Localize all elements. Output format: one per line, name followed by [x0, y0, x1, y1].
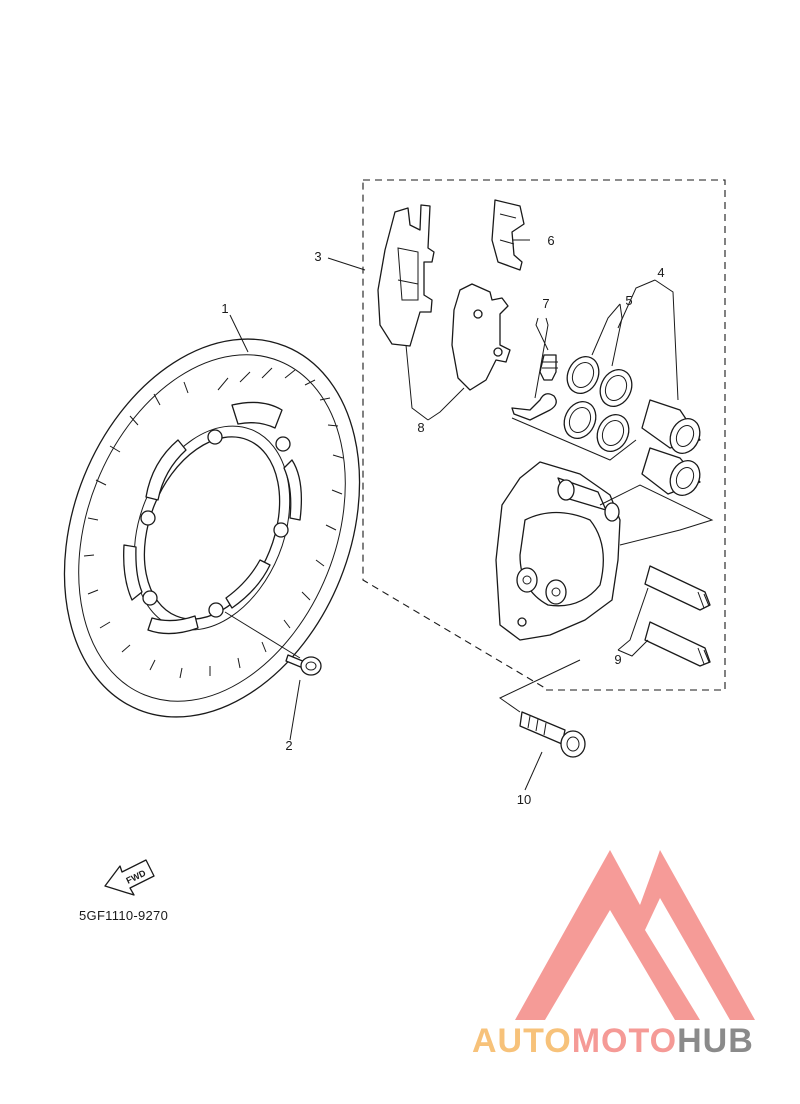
- leader-lines: [224, 239, 714, 791]
- label-part-9: 9: [614, 652, 621, 667]
- caliper-bolt: [519, 711, 586, 758]
- catalog-code: 5GF1110-9270: [79, 908, 168, 923]
- brake-disc: [63, 338, 361, 718]
- label-part-1: 1: [221, 301, 228, 316]
- fwd-arrow-icon: FWD: [104, 859, 155, 896]
- bleed-screw: [511, 354, 558, 421]
- watermark-text: AUTOMOTOHUB: [472, 1022, 754, 1060]
- pad-spring: [491, 199, 525, 271]
- label-part-7: 7: [542, 296, 549, 311]
- label-part-4: 4: [657, 265, 664, 280]
- brake-pad-right: [451, 283, 511, 391]
- caliper-assembly-boundary: [362, 179, 726, 691]
- logo-mark: [515, 850, 755, 1020]
- watermark-part-moto: MOTO: [572, 1022, 677, 1060]
- watermark-part-auto: AUTO: [472, 1022, 572, 1060]
- caliper-body: [495, 461, 621, 641]
- label-part-3: 3: [314, 249, 321, 264]
- label-part-6: 6: [547, 233, 554, 248]
- watermark-logo: [515, 850, 755, 1020]
- label-part-2: 2: [285, 738, 292, 753]
- label-part-5: 5: [625, 293, 632, 308]
- brake-pad-left: [377, 204, 435, 347]
- label-part-10: 10: [517, 792, 531, 807]
- piston-seals: [563, 356, 633, 452]
- disc-bolt: [285, 654, 322, 676]
- part-labels: 1 2 3 4 5 6 7 8 9 10: [221, 233, 664, 807]
- watermark-part-hub: HUB: [677, 1022, 754, 1060]
- caliper-pins: [644, 565, 711, 667]
- pistons: [641, 399, 701, 497]
- label-part-8: 8: [417, 420, 424, 435]
